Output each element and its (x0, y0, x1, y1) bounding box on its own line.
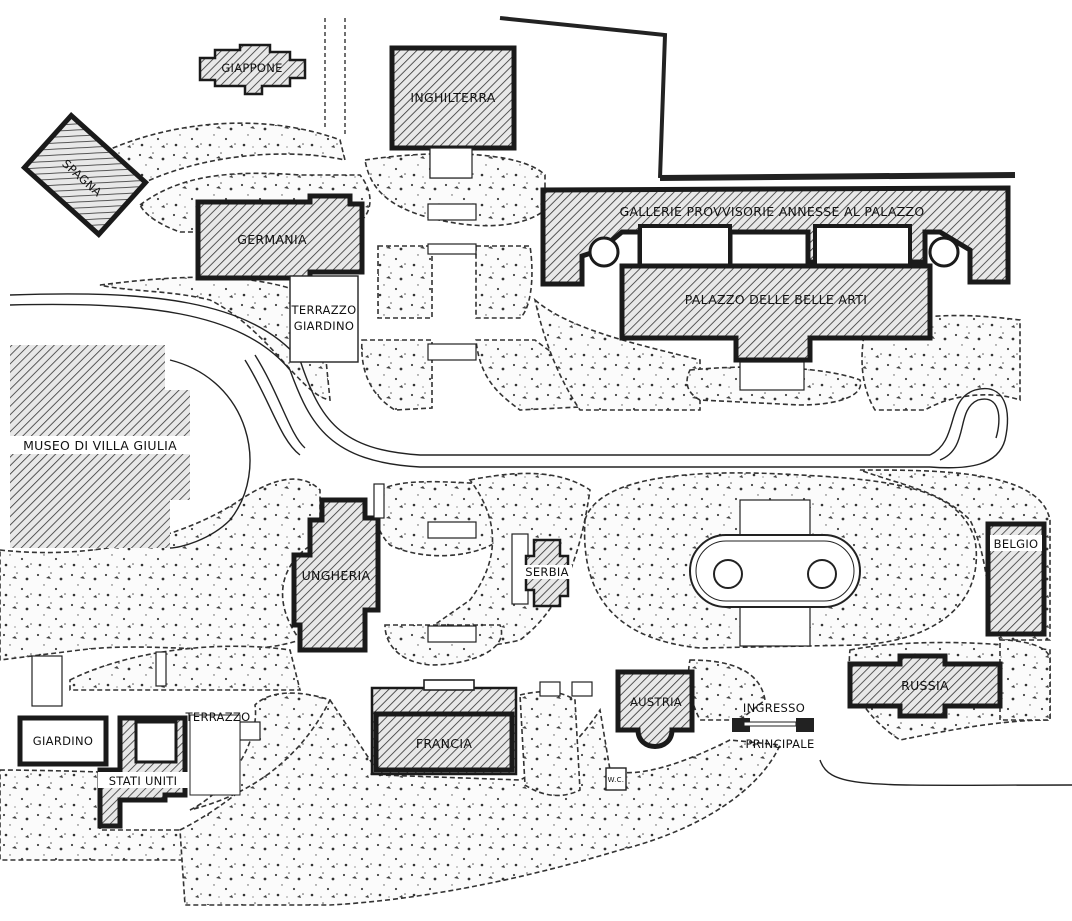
giappone-pavilion[interactable] (198, 43, 307, 96)
label-ingresso: INGRESSO (743, 701, 805, 715)
ungheria-pavilion[interactable] (291, 483, 385, 653)
label-giappone: GIAPPONE (221, 61, 282, 75)
spagna-pavilion[interactable] (20, 112, 150, 238)
label-wc: W.C. (608, 776, 625, 784)
palazzo-belle-arti[interactable] (619, 263, 933, 363)
label-terrazzo: TERRAZZO (185, 710, 251, 724)
giardino-enclosure (17, 715, 109, 767)
map-labels: GIAPPONE INGHILTERRA SPAGNA GERMANIA TER… (10, 61, 1042, 788)
label-terrazzo-giardino-2: GIARDINO (294, 319, 354, 333)
francia-pavilion[interactable] (370, 679, 518, 776)
label-serbia: SERBIA (525, 565, 569, 579)
russia-pavilion[interactable] (847, 653, 1003, 719)
boundary-walls (324, 16, 1016, 181)
label-giardino: GIARDINO (33, 734, 93, 748)
label-stati-uniti: STATI UNITI (109, 774, 178, 788)
terrazzo-giardino-area (289, 275, 359, 363)
label-austria: AUSTRIA (630, 695, 682, 709)
label-principale: PRINCIPALE (745, 737, 814, 751)
label-terrazzo-giardino-1: TERRAZZO (291, 303, 357, 317)
inghilterra-pavilion[interactable] (389, 45, 517, 179)
label-museo: MUSEO DI VILLA GIULIA (23, 438, 177, 453)
germania-pavilion[interactable] (195, 193, 365, 281)
label-ungheria: UNGHERIA (302, 568, 371, 583)
austria-pavilion[interactable] (615, 669, 695, 749)
label-belgio: BELGIO (994, 537, 1039, 551)
terrazzo-area (31, 655, 241, 796)
wc-building[interactable] (605, 767, 627, 791)
label-russia: RUSSIA (901, 678, 949, 693)
label-gallerie: GALLERIE PROVVISORIE ANNESSE AL PALAZZO (619, 204, 924, 219)
label-francia: FRANCIA (416, 736, 472, 751)
main-entrance-gates[interactable] (732, 718, 814, 732)
fountain-plaza (689, 534, 861, 608)
label-germania: GERMANIA (237, 232, 307, 247)
label-inghilterra: INGHILTERRA (410, 90, 495, 105)
label-palazzo: PALAZZO DELLE BELLE ARTI (685, 292, 867, 307)
